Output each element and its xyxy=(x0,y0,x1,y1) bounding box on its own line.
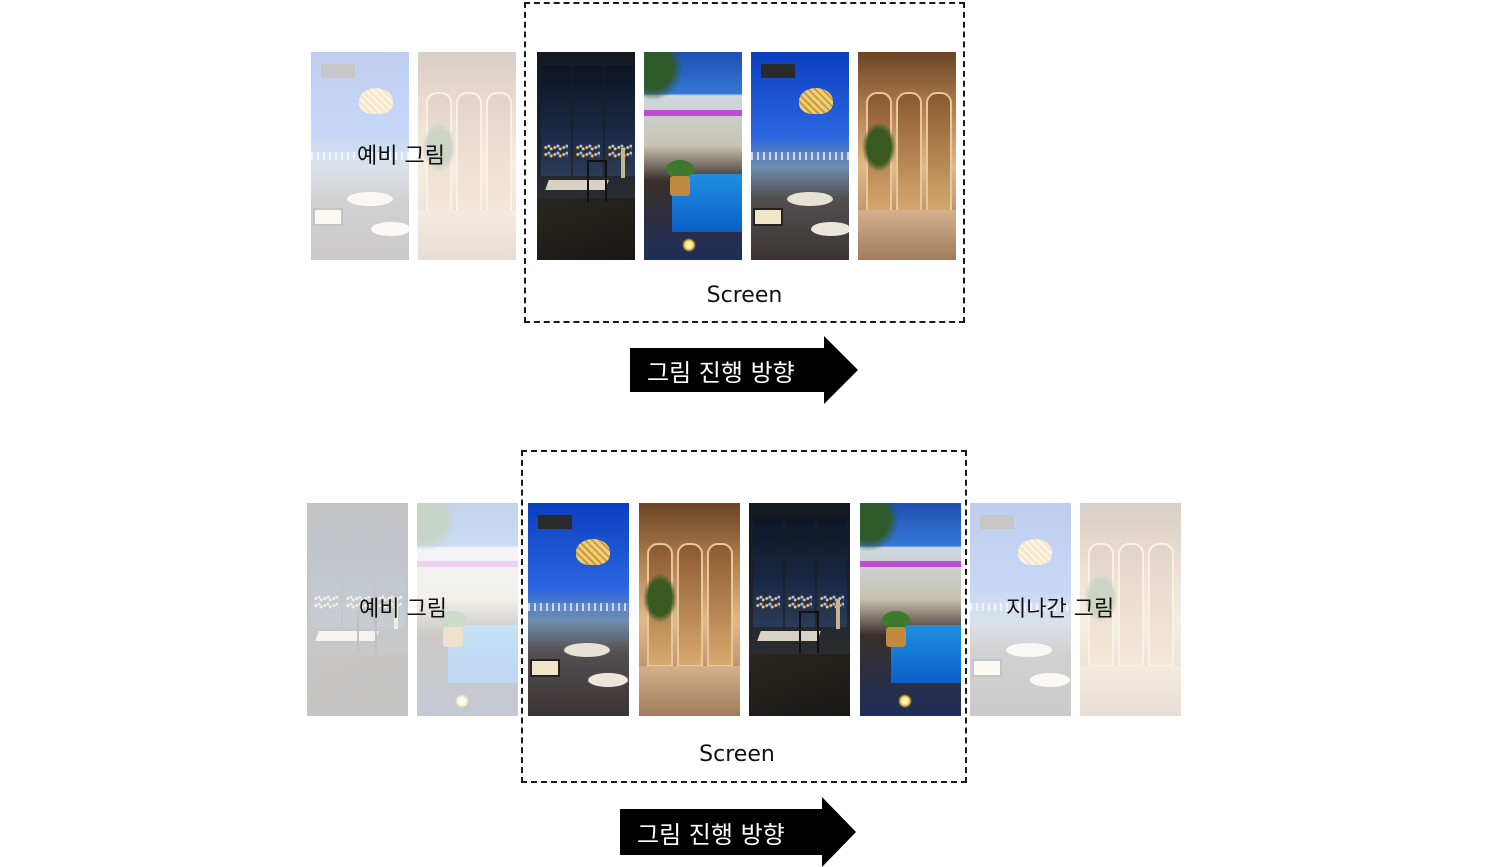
top-preview-label: 예비 그림 xyxy=(357,144,445,169)
top-preview-image-arcade xyxy=(418,52,516,260)
bottom-passed-image-terrace xyxy=(970,503,1071,716)
bottom-direction-arrow xyxy=(620,797,858,867)
top-direction-arrow xyxy=(630,336,860,404)
top-preview-image-terrace xyxy=(311,52,409,260)
top-screen-frame xyxy=(524,2,965,323)
top-screen-image-arcade xyxy=(858,52,956,260)
bottom-preview-image-pool xyxy=(417,503,518,716)
top-screen-label: Screen xyxy=(706,283,783,308)
bottom-arrow-label: 그림 진행 방향 xyxy=(637,821,785,849)
bottom-passed-image-arcade xyxy=(1080,503,1181,716)
bottom-passed-label: 지나간 그림 xyxy=(1006,597,1115,622)
bottom-screen-label: Screen xyxy=(699,742,775,767)
bottom-preview-label: 예비 그림 xyxy=(359,597,447,622)
bottom-screen-image-restaurant xyxy=(749,503,850,716)
bottom-screen-frame xyxy=(521,450,967,783)
bottom-screen-image-arcade xyxy=(639,503,740,716)
top-screen-image-terrace xyxy=(751,52,849,260)
bottom-preview-image-restaurant xyxy=(307,503,408,716)
top-screen-image-restaurant xyxy=(537,52,635,260)
top-arrow-label: 그림 진행 방향 xyxy=(647,359,795,387)
bottom-screen-image-pool xyxy=(860,503,961,716)
top-screen-image-pool xyxy=(644,52,742,260)
bottom-screen-image-terrace xyxy=(528,503,629,716)
